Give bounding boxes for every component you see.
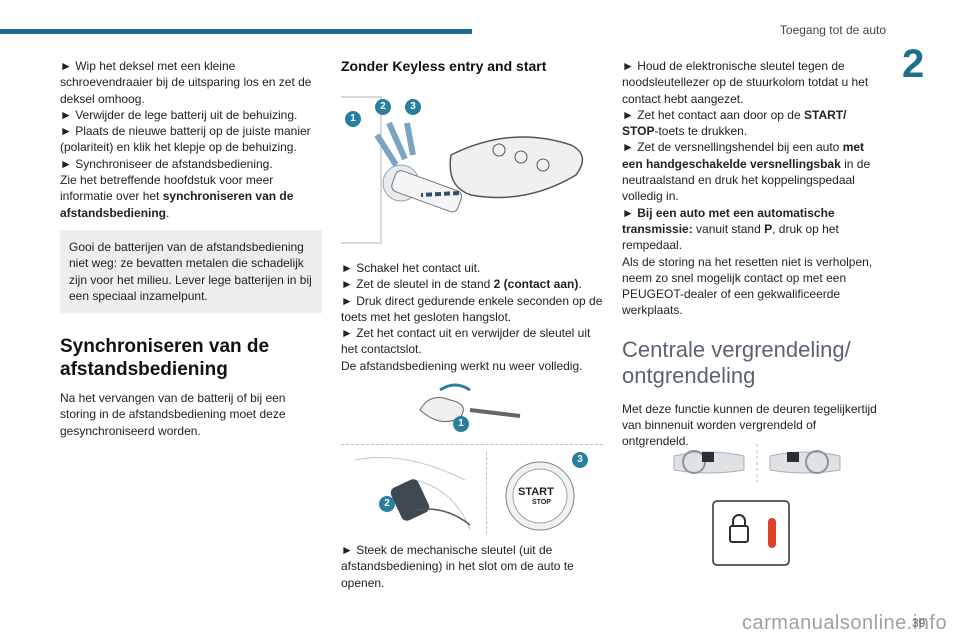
column-2: Zonder Keyless entry and start [341,58,603,84]
lock-button-illustration [712,500,790,566]
mechanical-key-illustration [419,383,521,423]
step-insert-battery: ► Plaats de nieuwe batterij op de juiste… [60,124,311,155]
step-hold-key: ► Houd de elektronische sleutel tegen de… [622,59,869,106]
contact-dealer: Als de storing na het resetten niet is v… [622,254,873,318]
figure-start-stop: START STOP 3 [500,452,600,537]
badge-2: 2 [375,99,391,115]
figure-separator [341,444,603,445]
step-synchronise: ► Synchroniseer de afstandsbediening. [60,156,273,171]
chapter-number: 2 [902,42,925,86]
step-ignition-off: ► Schakel het contact uit. [341,261,481,275]
figure-mechanical-key: 1 [410,380,540,435]
badge-fig3-2: 2 [379,496,395,512]
badge-fig2-1: 1 [453,416,469,432]
sync-intro: Na het vervangen van de batterij of bij … [60,391,286,438]
badge-1: 1 [345,111,361,127]
bold-sync-ref: synchroniseren van de afstandsbediening [60,189,294,220]
step-remove-battery: ► Verwijder de lege batterij uit de behu… [60,107,298,122]
section-heading-central-locking: Centrale vergrendeling/ ontgrendeling [622,336,851,388]
column-2-bottom: ► Steek de mechanische sleutel (uit de a… [341,542,603,591]
remote-works-again: De afstandsbediening werkt nu weer volle… [341,358,583,373]
dashboard-illustration [673,444,841,482]
step-press-start: ► Zet het contact aan door op de START/ … [622,107,847,139]
figure-lock-button [712,500,790,566]
column-2-steps: ► Schakel het contact uit. ► Zet de sleu… [341,260,603,374]
column-1: ► Wip het deksel met een kleine schroeve… [60,58,322,439]
header-accent-bar [0,29,472,34]
central-locking-intro: Met deze functie kunnen de deuren tegeli… [622,401,877,449]
figure-key-reader: 2 [345,450,480,535]
key-ignition-illustration [341,96,584,244]
section-heading-sync: Synchroniseren van de afstandsbediening [60,336,270,381]
watermark: carmanualsonline.info [742,612,948,634]
see-chapter-text: Zie het betreffende hoofdstuk voor meer … [60,173,294,220]
start-label: START [518,486,554,498]
column-3: ► Houd de elektronische sleutel tegen de… [622,58,884,450]
step-automatic: ► Bij een auto met een automatische tran… [622,205,839,253]
start-stop-illustration [505,461,575,531]
figure-dashboard [672,440,842,485]
badge-3: 3 [405,99,421,115]
step-manual-gearbox: ► Zet de versnellingshendel bij een auto… [622,140,871,204]
step-open-cover: ► Wip het deksel met een kleine schroeve… [60,59,312,106]
stop-label: STOP [532,499,551,506]
figure-divider [486,452,487,534]
figure-key-ignition: 1 2 3 [341,95,603,245]
step-ignition-on: ► Zet de sleutel in de stand 2 (contact … [341,277,582,292]
subheading-no-keyless: Zonder Keyless entry and start [341,58,547,74]
page-number: 39 [912,616,926,630]
header-title: Toegang tot de auto [779,23,886,37]
step-press-lock: ► Druk direct gedurende enkele seconden … [341,293,603,324]
step-insert-mech-key: ► Steek de mechanische sleutel (uit de a… [341,543,574,590]
key-reader-illustration [354,457,471,531]
badge-fig4-3: 3 [572,452,588,468]
step-remove-key: ► Zet het contact uit en verwijder de sl… [341,326,591,357]
environment-note: Gooi de batterijen van de afstandsbedien… [60,229,322,314]
